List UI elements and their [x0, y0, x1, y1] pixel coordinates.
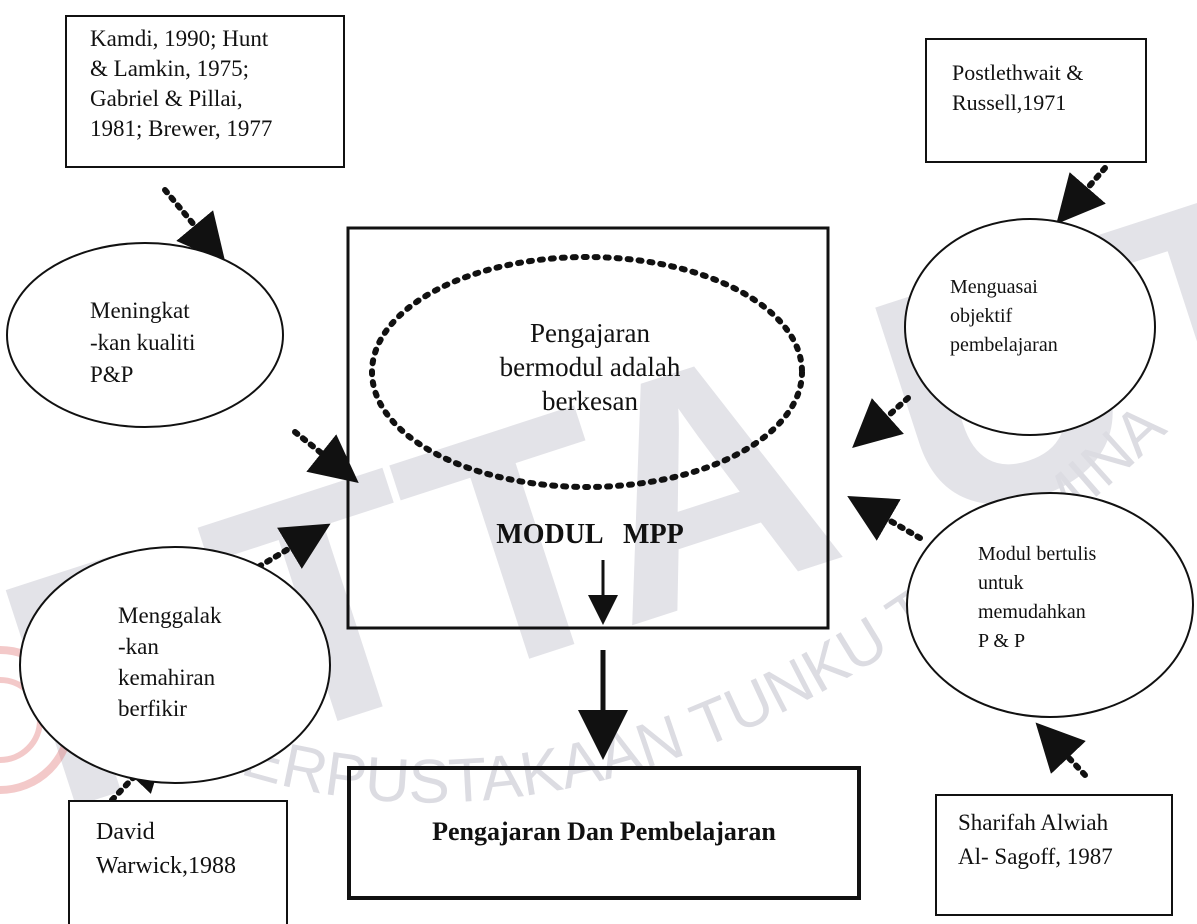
benefit-quality-label: Meningkat -kan kualiti P&P — [90, 298, 196, 387]
module-box — [346, 226, 830, 630]
source-box-top-right — [925, 38, 1147, 163]
arrow-quality-to-module — [292, 429, 359, 483]
benefit-thinking-ellipse — [19, 546, 331, 784]
source-top-right-text: Postlethwait & Russell,1971 — [952, 60, 1084, 115]
arrow-written-to-module — [847, 496, 923, 541]
core-statement-text: Pengajaran bermodul adalah berkesan — [499, 318, 681, 416]
source-box-bottom-left — [68, 800, 288, 924]
source-box-bottom-right — [935, 794, 1173, 916]
arrow-source-to-objectives — [1056, 165, 1108, 225]
outcome-box — [347, 766, 861, 900]
benefit-written-label: Modul bertulis untuk memudahkan P & P — [978, 543, 1097, 652]
source-box-top-left — [65, 15, 345, 168]
core-statement-ellipse — [369, 254, 805, 490]
arrow-source-to-written — [1035, 722, 1088, 778]
source-top-left-text: Kamdi, 1990; Hunt & Lamkin, 1975; Gabrie… — [90, 26, 273, 141]
benefit-written-ellipse — [906, 492, 1194, 718]
arrow-objectives-to-module — [852, 395, 911, 449]
module-title: MODUL MPP — [496, 519, 684, 550]
benefit-quality-ellipse — [6, 242, 284, 428]
arrow-source-to-quality — [162, 187, 226, 263]
source-bottom-right-text: Sharifah Alwiah Al- Sagoff, 1987 — [958, 810, 1113, 869]
outcome-label: Pengajaran Dan Pembelajaran — [432, 817, 776, 846]
source-bottom-left-text: David Warwick,1988 — [96, 819, 237, 879]
benefit-objectives-ellipse — [904, 218, 1156, 436]
benefit-objectives-label: Menguasai objektif pembelajaran — [950, 276, 1058, 356]
benefit-thinking-label: Menggalak -kan kemahiran berfikir — [118, 603, 222, 721]
